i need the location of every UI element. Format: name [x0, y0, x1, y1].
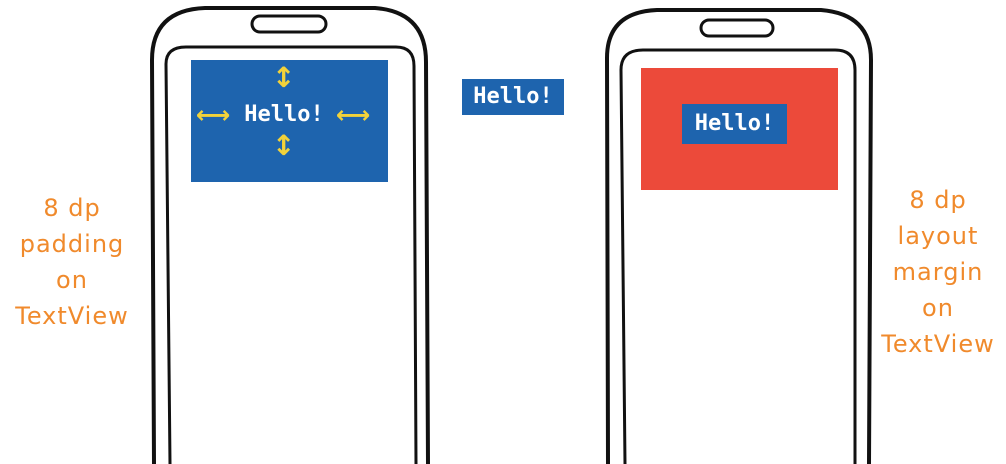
- margin-caption-line: 8 dp: [909, 186, 967, 214]
- right-phone-outline: [604, 8, 874, 464]
- right-padding-arrow: ⟷: [336, 101, 371, 129]
- padding-caption-line: padding: [19, 230, 125, 258]
- margin-caption-line: TextView: [881, 330, 995, 358]
- margin-caption-line: on: [922, 294, 954, 322]
- padding-textview-text: Hello!: [244, 102, 324, 127]
- left-padding-arrow: ⟷: [196, 101, 231, 129]
- padding-caption-line: 8 dp: [43, 194, 101, 222]
- margin-caption-line: margin: [892, 258, 984, 286]
- left-phone-outline: [149, 6, 430, 464]
- padding-caption-line: on: [56, 266, 88, 294]
- bottom-padding-arrow: ↕: [272, 129, 296, 162]
- padding-caption-line: TextView: [15, 302, 129, 330]
- textview-sample: Hello!: [462, 79, 564, 115]
- top-padding-arrow: ↕: [272, 61, 296, 94]
- padding-caption: 8 dp padding on TextView: [2, 190, 142, 334]
- margin-caption-line: layout: [897, 222, 979, 250]
- margin-caption: 8 dp layout margin on TextView: [872, 182, 1004, 362]
- padding-textview-box: [191, 60, 388, 182]
- margin-textview-text: Hello!: [682, 104, 787, 144]
